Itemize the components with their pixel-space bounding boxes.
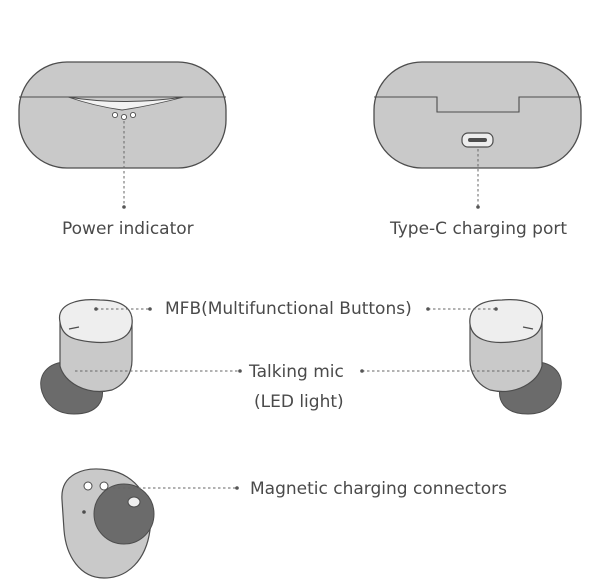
right-earbud <box>360 299 562 415</box>
magnetic-connectors-label: Magnetic charging connectors <box>250 479 507 499</box>
right-touch-mark <box>522 326 534 330</box>
underside-sensor-dot <box>82 510 86 514</box>
left-mfb-leader-dot <box>94 307 98 311</box>
left-mfb-leader-end <box>148 307 152 311</box>
case-front-notch <box>67 96 185 111</box>
left-earbud <box>40 299 242 415</box>
right-mfb-leader-dot <box>494 307 498 311</box>
charging-case-front <box>18 61 227 209</box>
power-indicator-leader-dot <box>122 205 126 209</box>
right-touch-surface <box>469 299 543 344</box>
mfb-label: MFB(Multifunctional Buttons) <box>165 299 412 319</box>
ear-tip-nozzle <box>127 496 141 508</box>
right-mic-leader-end <box>360 369 364 373</box>
right-mfb-leader-end <box>426 307 430 311</box>
power-indicator-label: Power indicator <box>62 219 194 239</box>
underside-ear-tip <box>93 483 155 545</box>
charging-case-back <box>373 61 582 209</box>
magnetic-connector-1 <box>83 481 93 491</box>
type-c-leader-dot <box>476 205 480 209</box>
case-back-lid-seam <box>374 96 581 113</box>
magnetic-connector-2 <box>99 481 109 491</box>
case-back-body <box>373 61 582 169</box>
power-led-dot-1 <box>111 111 119 119</box>
talking-mic-label: Talking mic <box>249 362 344 382</box>
power-led-dot-3 <box>129 111 137 119</box>
left-touch-mark <box>68 326 80 330</box>
connectors-leader-end <box>235 486 239 490</box>
left-mic-leader-end <box>238 369 242 373</box>
power-led-dot-2 <box>120 113 128 121</box>
led-light-label: (LED light) <box>254 392 344 412</box>
type-c-port-label: Type-C charging port <box>390 219 568 239</box>
left-touch-surface <box>59 299 133 344</box>
earbud-underside <box>61 468 239 579</box>
type-c-port-inner <box>468 138 487 142</box>
